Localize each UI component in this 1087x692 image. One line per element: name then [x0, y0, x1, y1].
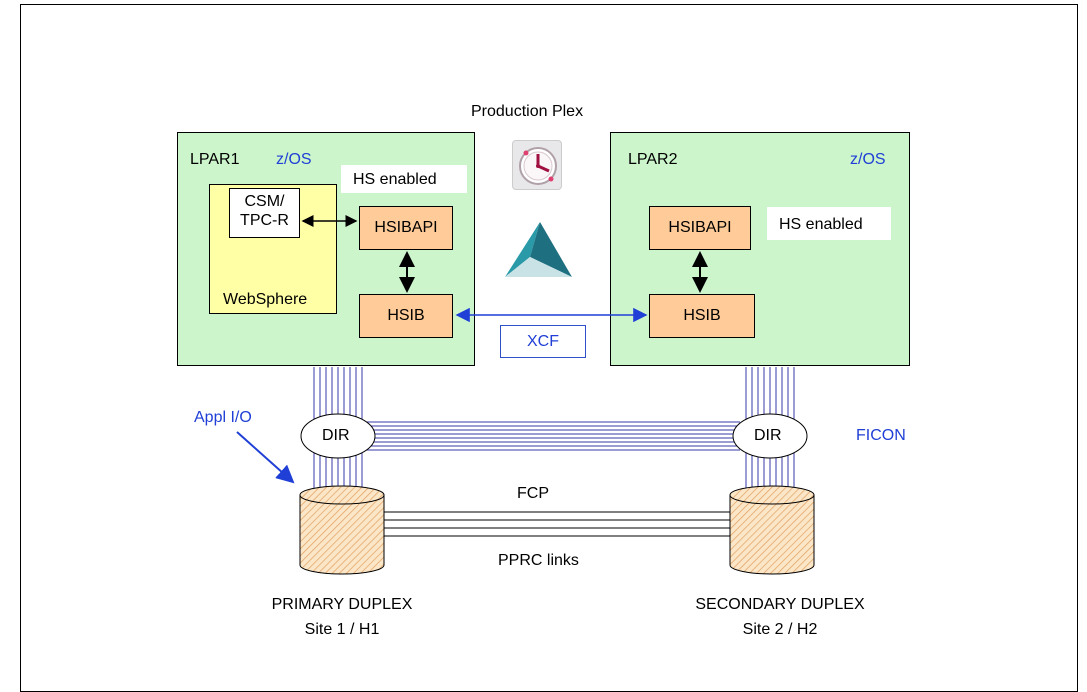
dir-right-ellipse [732, 413, 808, 459]
secondary-caption-line2: Site 2 / H2 [742, 621, 818, 638]
csm-tpcr-box: CSM/ TPC-R [229, 188, 300, 238]
diagram-title: Production Plex [471, 103, 584, 120]
lpar2-os-label: z/OS [850, 151, 886, 168]
lpar1-hs-enabled: HS enabled [341, 165, 467, 193]
lpar2-label: LPAR2 [628, 151, 678, 168]
lpar1-label: LPAR1 [190, 151, 240, 168]
websphere-label: WebSphere [223, 291, 308, 308]
pyramid-icon [505, 222, 572, 277]
lpar1-os-label: z/OS [276, 151, 312, 168]
secondary-disk-icon [729, 485, 815, 575]
primary-disk-icon [299, 485, 385, 575]
secondary-caption-line1: SECONDARY DUPLEX [695, 596, 865, 613]
pprc-links-label: PPRC links [498, 552, 579, 569]
xcf-box: XCF [500, 325, 586, 358]
fcp-label: FCP [517, 485, 549, 502]
csm-line1: CSM/ [244, 193, 285, 210]
lpar2-hsibapi-box: HSIBAPI [649, 206, 751, 250]
dir-interconnect-lines [360, 421, 740, 451]
lpar2-hs-enabled: HS enabled [767, 207, 891, 240]
lpar2-hsib-box: HSIB [649, 294, 755, 338]
appl-io-label: Appl I/O [194, 409, 252, 426]
lpar1-hsibapi-box: HSIBAPI [359, 206, 453, 250]
csm-line2: TPC-R [240, 212, 289, 229]
primary-caption-line2: Site 1 / H1 [304, 621, 380, 638]
appl-io-arrow [236, 431, 295, 484]
pprc-link-lines [383, 511, 730, 537]
dir-right-label: DIR [754, 427, 782, 444]
dir-left-label: DIR [322, 427, 350, 444]
clock-icon [512, 140, 562, 190]
dir-left-ellipse [300, 413, 376, 459]
primary-caption-line1: PRIMARY DUPLEX [271, 596, 413, 613]
lpar1-hsib-box: HSIB [359, 294, 453, 338]
ficon-label: FICON [856, 427, 906, 444]
